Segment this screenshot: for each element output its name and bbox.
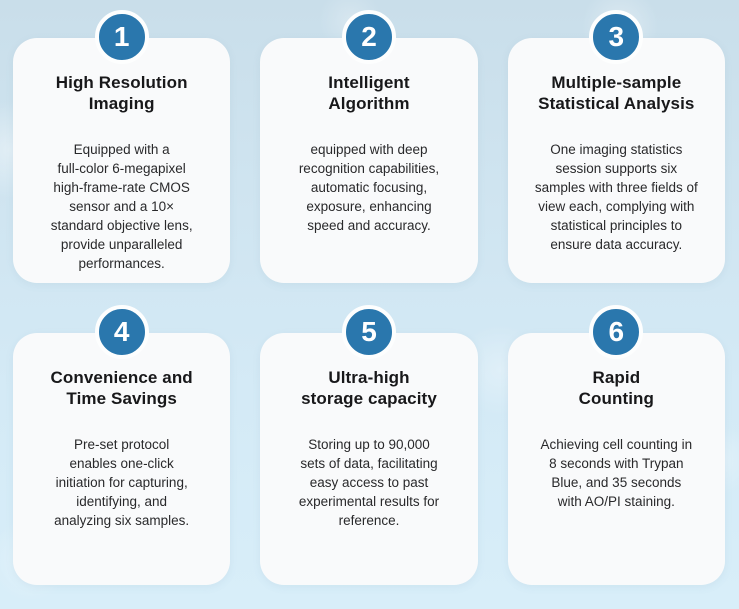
badge-number: 2 <box>361 21 377 52</box>
feature-card-multiple-sample-statistical-analysis: 3 Multiple-sample Statistical Analysis O… <box>507 10 725 283</box>
number-badge: 1 <box>94 10 149 64</box>
feature-card-ultra-high-storage-capacity: 5 Ultra-high storage capacity Storing up… <box>260 305 478 585</box>
card-body: Achieving cell counting in 8 seconds wit… <box>540 437 693 509</box>
number-badge: 5 <box>341 305 396 359</box>
badge-number: 3 <box>608 21 625 52</box>
badge-number: 4 <box>113 316 130 347</box>
card-title: Ultra-high storage capacity <box>301 368 437 408</box>
number-badge: 3 <box>589 10 644 64</box>
card-title: High Resolution Imaging <box>55 73 188 113</box>
card-body: Pre-set protocol enables one-click initi… <box>54 437 190 528</box>
number-badge: 4 <box>94 305 149 359</box>
badge-number: 1 <box>113 21 130 52</box>
card-title: Convenience and Time Savings <box>50 368 193 408</box>
card-body: Storing up to 90,000 sets of data, facil… <box>298 437 440 528</box>
card-body: Equipped with a full-color 6-megapixel h… <box>50 142 193 271</box>
card-body: equipped with deep recognition capabilit… <box>298 142 440 233</box>
number-badge: 2 <box>341 10 396 64</box>
card-title: Intelligent Algorithm <box>328 73 410 113</box>
feature-card-convenience-and-time-savings: 4 Convenience and Time Savings Pre-set p… <box>13 305 231 585</box>
number-badge: 6 <box>589 305 644 359</box>
card-title: Rapid Counting <box>578 368 655 408</box>
card-body: One imaging statistics session supports … <box>534 142 698 252</box>
badge-number: 5 <box>361 316 377 347</box>
feature-card-intelligent-algorithm: 2 Intelligent Algorithm equipped with de… <box>260 10 478 283</box>
feature-card-rapid-counting: 6 Rapid Counting Achieving cell counting… <box>507 305 725 585</box>
badge-number: 6 <box>608 316 625 347</box>
feature-card-high-resolution-imaging: 1 High Resolution Imaging Equipped with … <box>13 10 231 283</box>
card-title: Multiple-sample Statistical Analysis <box>538 73 695 113</box>
